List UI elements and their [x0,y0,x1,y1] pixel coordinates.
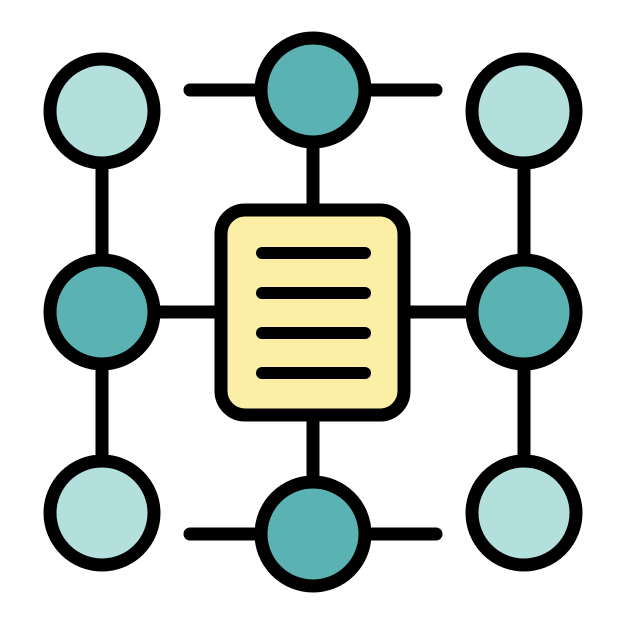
node-bottom-right [465,454,583,572]
document-icon [214,203,411,422]
node-middle-left [43,253,161,371]
node-bottom-center [254,475,372,593]
node-top-center [254,31,372,149]
node-bottom-left [43,454,161,572]
document-body [214,203,411,422]
node-top-left [43,52,161,170]
node-top-right [465,52,583,170]
node-middle-right [465,253,583,371]
